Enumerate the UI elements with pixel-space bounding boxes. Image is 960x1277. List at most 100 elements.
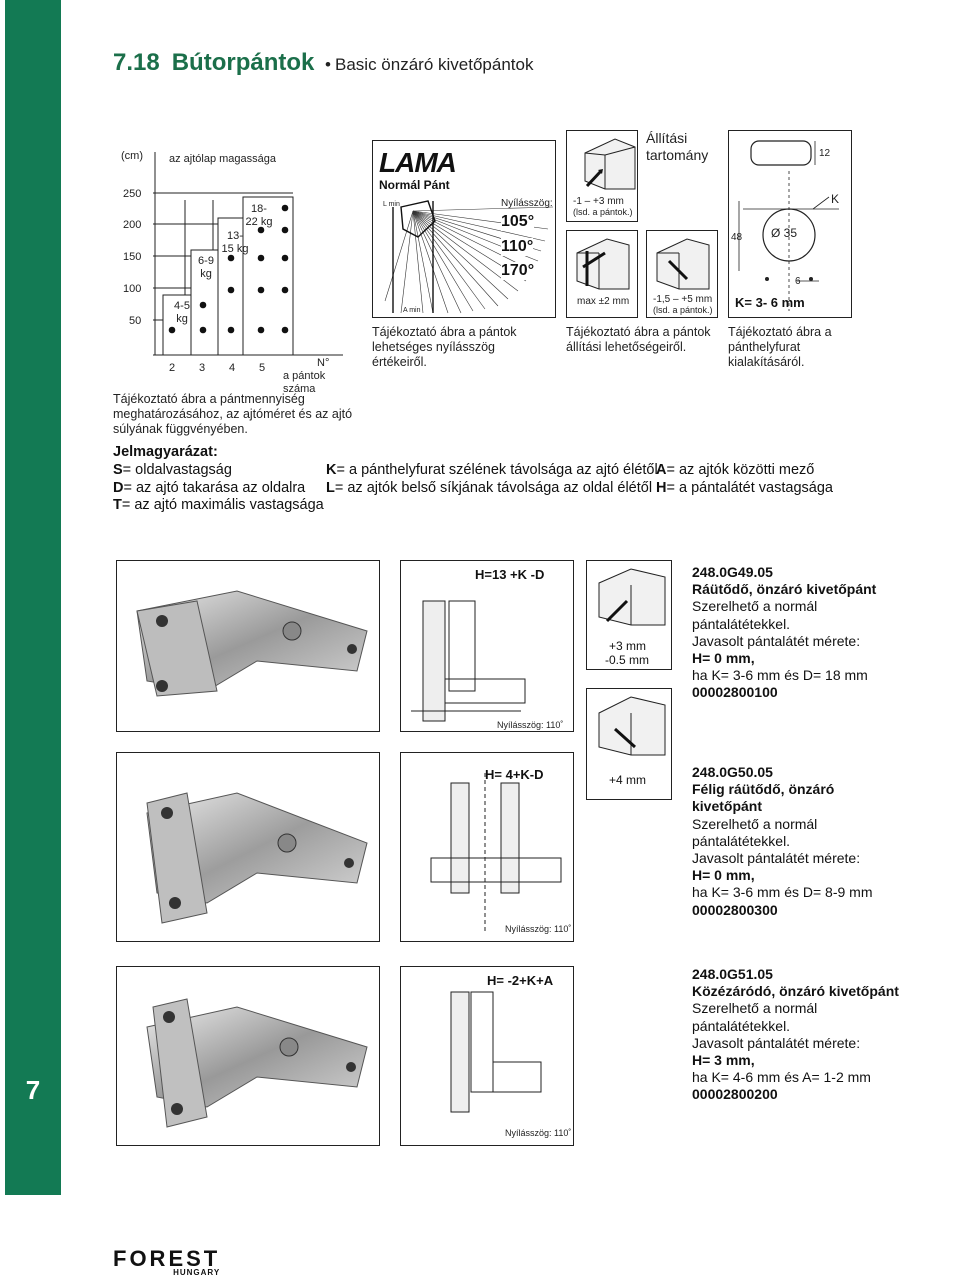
chart-unit: (cm) — [121, 150, 143, 162]
cube-drawing-2 — [576, 238, 630, 290]
drill-dim-6: 6 — [795, 276, 801, 287]
drill-caption: Tájékoztató ábra a pánthelyfurat kialakí… — [728, 325, 832, 369]
product-3-line-3: Javasolt pántalátét mérete: — [692, 1034, 861, 1051]
cube-drawing-p2 — [598, 696, 666, 756]
lama-logo: LAMA — [379, 147, 457, 178]
cube-drawing-1 — [584, 138, 636, 190]
product-2-text: 248.0G50.05 Félig ráütődő, önzáró kivető… — [692, 764, 902, 919]
product-2-hval: H= 0 mm, — [692, 867, 755, 884]
legend-item-k: K= a pánthelyfurat szélének távolsága az… — [326, 462, 658, 478]
product-1-diagram: H=13 +K -D Nyílásszög: 110˚ — [400, 560, 574, 732]
legend-item-s: S= oldalvastagság — [113, 462, 232, 478]
legend-item-t: T= az ajtó maximális vastagsága — [113, 497, 324, 513]
legend-title: Jelmagyarázat: — [113, 444, 218, 460]
y-tick-150: 150 — [123, 251, 142, 263]
product-3-sku: 248.0G51.05 — [692, 966, 773, 982]
adjust-box-side: -1,5 – +5 mm (lsd. a pántok.) — [646, 230, 718, 318]
hinge-photo-1 — [136, 590, 368, 697]
y-tick-250: 250 — [123, 188, 142, 200]
adjust-box-depth: -1 – +3 mm (lsd. a pántok.) — [566, 130, 638, 222]
product-3-code: 00002800200 — [692, 1086, 778, 1103]
drill-dim-k: K — [831, 192, 840, 206]
adjust-caption: Tájékoztató ábra a pántok állítási lehet… — [566, 325, 711, 354]
product-1-adjust-2: -0.5 mm — [605, 653, 650, 667]
title-bullet: • — [325, 55, 331, 74]
x-symbol: N° — [317, 357, 330, 369]
drill-dim-12: 12 — [819, 148, 831, 159]
forest-logo-country: HUNGARY — [173, 1268, 221, 1277]
drill-k-range: K= 3- 6 mm — [735, 295, 805, 310]
legend-col-3: A= az ajtók közötti mező H= a pántalátét… — [656, 462, 833, 497]
y-tick-100: 100 — [123, 283, 142, 295]
hinge-photo-3 — [146, 998, 368, 1128]
y-tick-50: 50 — [129, 315, 142, 327]
opening-caption: Tájékoztató ábra a pántok lehetséges nyí… — [372, 325, 517, 369]
forest-logo-brand: FOREST — [113, 1246, 221, 1271]
product-2-diagram: H= 4+K-D Nyílásszög: 110˚ — [400, 752, 574, 942]
x-tick-4: 4 — [229, 362, 236, 374]
product-2-code: 00002800300 — [692, 901, 778, 918]
drill-drawing — [738, 140, 839, 311]
product-3-name: Közézáródó, önzáró kivetőpánt — [692, 983, 899, 1000]
product-1-line-2: pántalátétekkel. — [692, 615, 791, 632]
y-tick-200: 200 — [123, 219, 142, 231]
adjust-box-height: max ±2 mm — [566, 230, 638, 318]
hinge-quantity-grid — [153, 152, 343, 356]
product-2-adjust-box: +4 mm — [586, 688, 672, 800]
angle-105: 105° — [501, 213, 535, 231]
mount-diagram-3 — [450, 991, 542, 1113]
product-3-text: 248.0G51.05 Közézáródó, önzáró kivetőpán… — [692, 966, 902, 1104]
adjust-panel: Állítási tartomány -1 – +3 mm (lsd. a pá… — [566, 130, 718, 320]
product-2-sku: 248.0G50.05 — [692, 764, 773, 780]
product-1-adjust: +3 mm — [609, 639, 647, 653]
adjust-value-2: max ±2 mm — [577, 296, 630, 307]
product-1-cond: ha K= 3-6 mm és D= 18 mm — [692, 667, 868, 684]
cube-drawing-3 — [656, 238, 710, 290]
product-2-name-1: Félig ráütődő, önzáró — [692, 781, 835, 798]
product-1-line-3: Javasolt pántalátét mérete: — [692, 632, 861, 649]
product-2-line-1: Szerelhető a normál — [692, 815, 818, 832]
product-1-formula: H=13 +K -D — [475, 567, 545, 582]
legend-item-l: L= az ajtók belső síkjának távolsága az … — [326, 479, 653, 496]
cube-drawing-p1 — [598, 568, 666, 626]
x-tick-2: 2 — [169, 362, 176, 374]
title-sub: Basic önzáró kivetőpántok — [335, 55, 534, 74]
opening-label: Nyílásszög: — [501, 198, 553, 209]
hinge-quantity-chart: (cm) az ajtólap magassága 250 200 150 10… — [113, 140, 353, 395]
x-tick-3: 3 — [199, 362, 206, 374]
amin-label: A min — [403, 307, 421, 314]
product-3-line-1: Szerelhető a normál — [692, 1000, 818, 1017]
hinge-photo-2 — [146, 792, 368, 924]
title-number: 7.18 — [113, 49, 160, 76]
chart-top-label: az ajtólap magassága — [169, 153, 277, 165]
opening-subtitle: Normál Pánt — [379, 178, 450, 192]
legend-col-2: K= a pánthelyfurat szélének távolsága az… — [326, 462, 658, 497]
x-tick-5: 5 — [259, 362, 266, 374]
product-3-hval: H= 3 mm, — [692, 1052, 755, 1069]
product-1-name: Ráütődő, önzáró kivetőpánt — [692, 581, 877, 598]
forest-logo: FOREST HUNGARY — [113, 1248, 220, 1277]
product-1-text: 248.0G49.05 Ráütődő, önzáró kivetőpánt S… — [692, 564, 902, 702]
legend-item-a: A= az ajtók közötti mező — [656, 462, 815, 478]
angle-170: 170° — [501, 262, 535, 280]
product-1-adjust-box: +3 mm -0.5 mm — [586, 560, 672, 670]
product-1-hval: H= 0 mm, — [692, 650, 755, 667]
product-3-line-2: pántalátétekkel. — [692, 1017, 791, 1034]
legend-item-d: D= az ajtó takarása az oldalra — [113, 479, 306, 496]
adjust-value-3: -1,5 – +5 mm — [653, 294, 713, 305]
angle-110: 110° — [501, 238, 534, 256]
product-2-line-3: Javasolt pántalátét mérete: — [692, 850, 861, 867]
opening-angle-panel: LAMA Normál Pánt L min A min Nyílásszög:… — [372, 140, 556, 318]
drill-panel: 12 K Ø 35 48 6 K= 3- 6 mm — [728, 130, 852, 318]
product-3-diagram: H= -2+K+A Nyílásszög: 110˚ — [400, 966, 574, 1146]
product-3-formula: H= -2+K+A — [487, 973, 554, 988]
product-2-line-2: pántalátétekkel. — [692, 832, 791, 849]
product-3-angle: Nyílásszög: 110˚ — [505, 1128, 572, 1138]
chapter-number: 7 — [25, 1075, 41, 1105]
product-1-sku: 248.0G49.05 — [692, 564, 773, 580]
weight-label-3: 13-15 kg — [221, 230, 249, 255]
adjust-value-1: -1 – +3 mm — [573, 196, 624, 207]
drill-dim-35: Ø 35 — [771, 226, 798, 240]
adjust-title: Állítási tartomány — [646, 130, 709, 163]
